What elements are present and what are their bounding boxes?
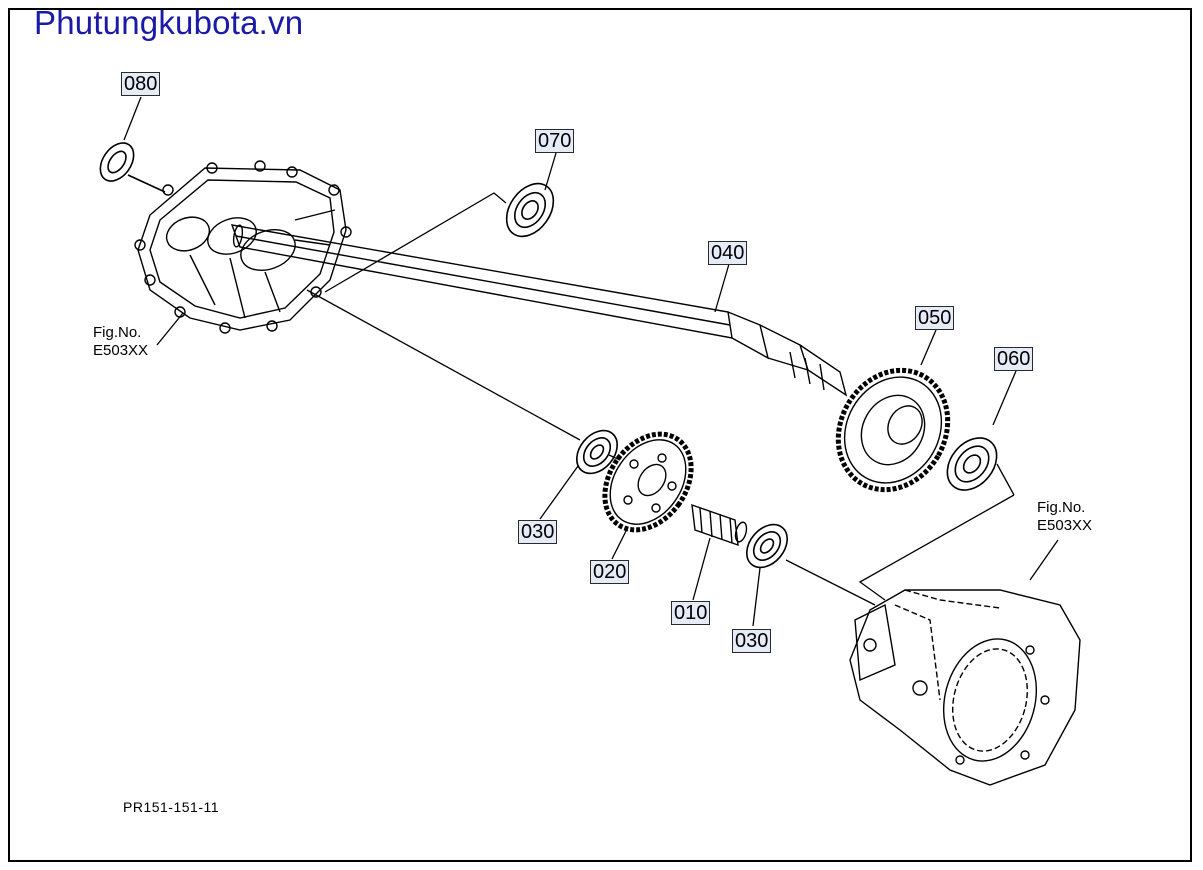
leader-060 <box>992 370 1017 426</box>
callout-040: 040 <box>708 241 748 265</box>
fig-ref-right: Fig.No. E503XX <box>1037 499 1092 535</box>
fig-ref-right-line2: E503XX <box>1037 517 1093 534</box>
leader-020 <box>611 526 629 560</box>
leader-030b <box>752 567 761 627</box>
axis-lower-a <box>306 289 581 441</box>
part-010-pinion <box>691 503 748 547</box>
callout-060: 060 <box>994 347 1034 371</box>
part-housing-right <box>849 589 1081 786</box>
fig-ref-left-line1: Fig.No. <box>93 324 142 341</box>
leader-010 <box>692 537 711 601</box>
part-050-gear <box>835 367 951 493</box>
callout-030-upper: 030 <box>518 520 558 544</box>
callout-010: 010 <box>671 601 711 625</box>
callout-020: 020 <box>590 560 630 584</box>
part-020-gear <box>602 431 694 533</box>
part-040-shaft <box>230 224 848 397</box>
part-070-bearing <box>505 182 555 238</box>
part-housing-left <box>134 160 352 334</box>
callout-030-lower: 030 <box>732 629 772 653</box>
leader-070 <box>544 152 557 191</box>
part-030-bearing-b <box>746 523 788 569</box>
axis-right-a <box>996 463 1015 496</box>
brand-watermark: Phutungkubota.vn <box>34 4 304 41</box>
leader-040 <box>714 263 730 313</box>
callout-050: 050 <box>915 306 955 330</box>
fig-ref-left-line2: E503XX <box>93 342 149 359</box>
leader-fig-left <box>156 312 184 346</box>
axis-right-c <box>785 559 876 606</box>
leader-fig-right <box>1029 539 1059 581</box>
leader-050 <box>920 329 937 366</box>
leader-030a <box>539 465 579 520</box>
axis-upper <box>324 192 507 293</box>
part-060-bearing <box>946 437 998 491</box>
fig-ref-left: Fig.No. E503XX <box>93 324 148 360</box>
leader-080 <box>123 96 142 141</box>
drawing-frame <box>8 8 1192 862</box>
callout-070: 070 <box>535 129 575 153</box>
part-030-bearing-a <box>576 429 618 475</box>
fig-ref-right-line1: Fig.No. <box>1037 499 1086 516</box>
axis-right-b <box>858 494 1015 601</box>
callout-080: 080 <box>121 72 161 96</box>
drawing-code: PR151-151-11 <box>123 799 220 815</box>
part-080-oil-seal <box>99 142 166 193</box>
